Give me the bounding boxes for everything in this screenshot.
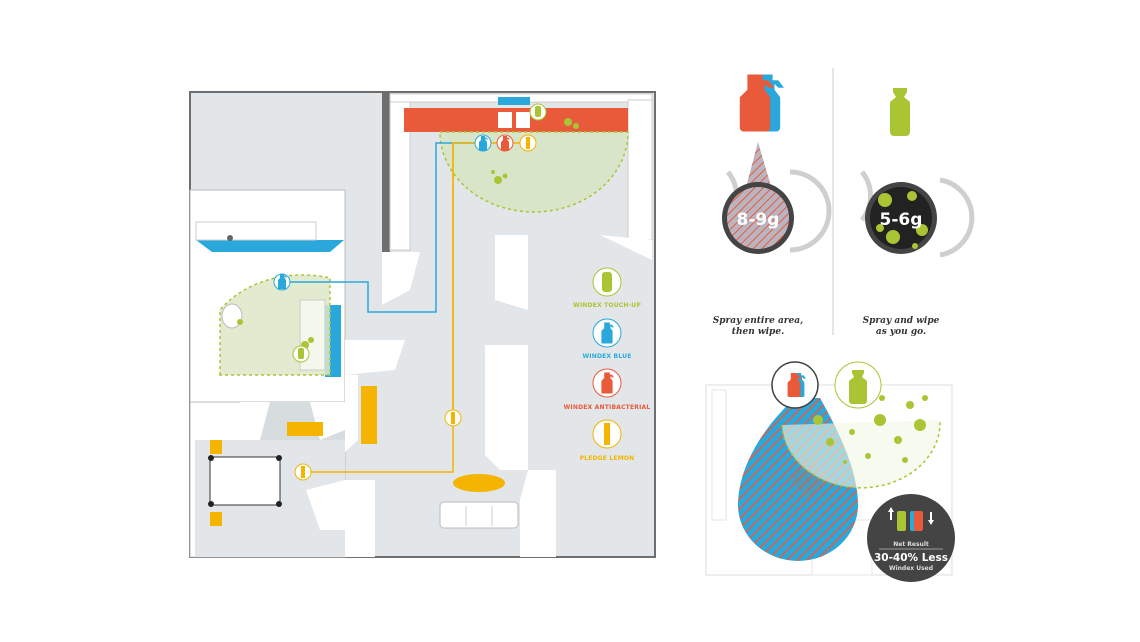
interior-wall-f (485, 345, 528, 470)
arrow-down-icon (928, 512, 934, 525)
touch-up-bottle-icon (849, 370, 867, 404)
legend-item-pledge: PLEDGE LEMON (580, 419, 635, 462)
marker-yellow-kitchen (519, 134, 537, 152)
dresser (287, 422, 323, 436)
interior-wall-c (345, 375, 358, 452)
marker-blue-bath (273, 273, 291, 291)
net-result-value: 30-40% Less (874, 552, 948, 564)
arrow-up-icon (888, 507, 894, 520)
caption-right-2: as you go. (876, 327, 926, 337)
net-result-sub: Windex Used (889, 565, 933, 572)
bathtub (196, 240, 344, 252)
caption-right-1: Spray and wipe (863, 316, 940, 326)
window-blue (498, 97, 530, 105)
legend-label-blue: WINDEX BLUE (582, 353, 631, 360)
net-result-heading: Net Result (893, 541, 929, 548)
marker-yellow-bedroom (294, 463, 312, 481)
comparison-panel: 8-9g Spray entire area, then wipe. 5-6g … (713, 68, 975, 337)
caption-left-2: then wipe. (732, 327, 784, 337)
detail-marker-touchup (834, 361, 882, 409)
legend-item-blue: WINDEX BLUE (582, 318, 631, 360)
legend-item-touchup: WINDEX TOUCH-UP (573, 267, 641, 309)
kitchen-spray-zone (439, 131, 629, 213)
sink-left (498, 112, 512, 128)
interior-wall-b (345, 340, 405, 375)
route-blue (282, 142, 482, 313)
pledge-can-icon (604, 423, 610, 445)
legend-label-antibacterial: WINDEX ANTIBACTERIAL (564, 404, 651, 411)
bed (209, 456, 281, 506)
interior-wall-e (600, 235, 652, 260)
marker-green-bath (292, 345, 310, 363)
method-spray-first: 8-9g Spray entire area, then wipe. (713, 74, 832, 337)
touch-up-bottle-icon (890, 88, 910, 136)
sink-right (516, 112, 530, 128)
interior-wall-g (520, 470, 556, 557)
floor-plan: WINDEX TOUCH-UP WINDEX BLUE WINDEX ANTIB… (189, 91, 656, 558)
touch-up-bottle-icon (602, 272, 612, 292)
amount-left: 8-9g (737, 210, 780, 230)
interior-wall-a (382, 252, 420, 305)
marker-red-kitchen (496, 134, 514, 152)
legend-label-pledge: PLEDGE LEMON (580, 455, 635, 462)
legend-item-antibacterial: WINDEX ANTIBACTERIAL (564, 368, 651, 411)
interior-wall-d (495, 235, 528, 310)
interior-wall-i (240, 402, 270, 440)
interior-wall-k (306, 480, 345, 530)
room-detail: Net Result 30-40% Less Windex Used (705, 361, 955, 582)
bathtub-rim (195, 221, 317, 241)
spray-bottle-icon (739, 74, 774, 132)
amount-right: 5-6g (880, 210, 923, 230)
console-table (361, 386, 377, 444)
marker-green-kitchen (529, 103, 547, 121)
interior-wall-h (345, 480, 375, 557)
rug (453, 474, 505, 492)
legend-label-touchup: WINDEX TOUCH-UP (573, 302, 641, 309)
method-spray-as-you-go: 5-6g Spray and wipe as you go. (859, 88, 975, 337)
kitchen-wall (382, 92, 390, 252)
detail-marker-spray (771, 361, 819, 409)
nightstand-bottom (210, 512, 222, 526)
caption-left-1: Spray entire area, (713, 316, 803, 326)
marker-blue-kitchen (474, 134, 492, 152)
nightstand-top (210, 440, 222, 454)
marker-yellow-living (444, 409, 462, 427)
right-cabinets (627, 99, 653, 241)
legend: WINDEX TOUCH-UP WINDEX BLUE WINDEX ANTIB… (564, 267, 651, 462)
net-result-badge: Net Result 30-40% Less Windex Used (867, 494, 955, 582)
sofa (439, 501, 519, 529)
